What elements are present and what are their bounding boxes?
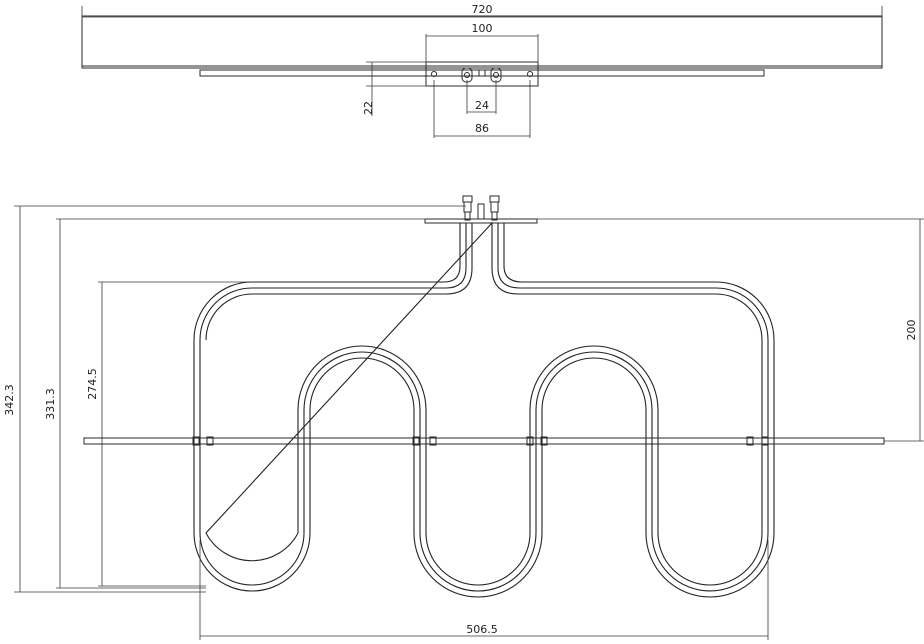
dimension-86: 86 (433, 80, 531, 138)
dim-label-274-5: 274.5 (86, 368, 99, 400)
dim-label-86: 86 (475, 122, 489, 135)
heating-element-tube (193, 221, 775, 598)
dim-label-100: 100 (472, 22, 493, 35)
support-bar (83, 437, 885, 445)
front-view: 342.3 331.3 274.5 200 506.5 (3, 195, 924, 640)
dimension-274-5: 274.5 (86, 281, 252, 587)
terminal-center-tab (478, 69, 486, 77)
dimension-331-3: 331.3 (44, 218, 426, 589)
dim-label-506-5: 506.5 (466, 623, 498, 636)
dimension-506-5: 506.5 (199, 540, 769, 640)
top-view: 720 100 22 24 86 (81, 3, 883, 138)
mounting-hole-right (527, 71, 533, 77)
dimension-22: 22 (362, 61, 428, 116)
front-terminal-left (462, 195, 473, 221)
front-terminal-plate (424, 218, 538, 224)
dimension-720: 720 (81, 3, 883, 20)
dimension-24: 24 (466, 80, 497, 114)
mounting-hole-left (431, 71, 437, 77)
top-view-rail (199, 69, 765, 77)
dimension-342-3: 342.3 (3, 205, 466, 593)
terminal-plate (425, 61, 539, 87)
top-view-plate-outline (81, 15, 883, 69)
front-terminal-center (477, 203, 485, 220)
dim-label-720: 720 (472, 3, 493, 16)
dimension-100: 100 (425, 22, 539, 64)
dim-label-342-3: 342.3 (3, 384, 16, 416)
dim-label-200: 200 (905, 320, 918, 341)
bar-clamps (192, 436, 769, 446)
dim-label-24: 24 (475, 99, 489, 112)
dimension-200: 200 (537, 218, 924, 442)
dim-label-22: 22 (362, 101, 375, 115)
dim-label-331-3: 331.3 (44, 388, 57, 420)
front-terminal-right (489, 195, 500, 221)
